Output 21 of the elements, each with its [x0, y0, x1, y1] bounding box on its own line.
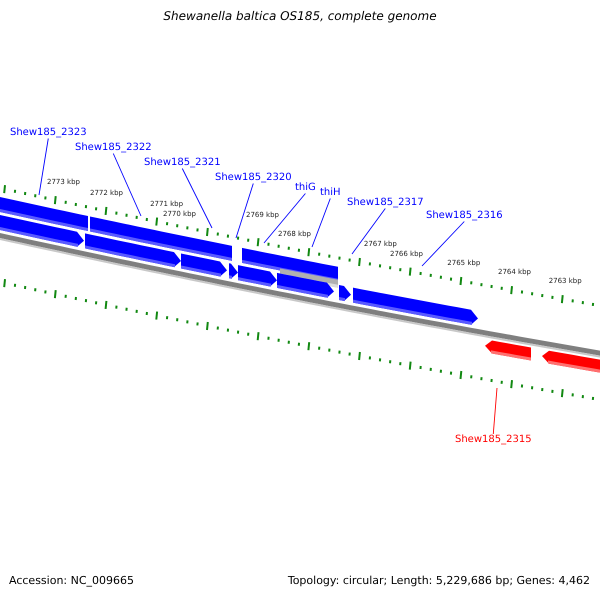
gene-label: Shew185_2321 [144, 157, 221, 168]
leader-line [492, 388, 498, 434]
gene-label: Shew185_2323 [10, 127, 87, 138]
genome-info-text: Topology: circular; Length: 5,229,686 bp; Genes: 4,462 [288, 575, 590, 588]
leader-line [312, 198, 331, 248]
leader-line [422, 221, 465, 266]
gene-label: Shew185_2320 [215, 172, 292, 184]
leader-line [182, 168, 212, 228]
leader-line [236, 183, 254, 238]
leader-line [112, 153, 142, 216]
gene-label: thiG [295, 182, 316, 194]
gene-label: Shew185_2317 [347, 197, 424, 208]
accession-text: Accession: NC_009665 [9, 575, 134, 588]
gene-label: thiH [320, 187, 341, 198]
gene-label: Shew185_2315 [455, 434, 532, 446]
gene-label: Shew185_2316 [426, 210, 503, 222]
leader-line [264, 193, 306, 244]
gene-label: Shew185_2322 [75, 142, 152, 154]
leader-line [38, 138, 49, 196]
title: Shewanella baltica OS185, complete genome [162, 10, 438, 24]
leader-line [352, 208, 386, 254]
